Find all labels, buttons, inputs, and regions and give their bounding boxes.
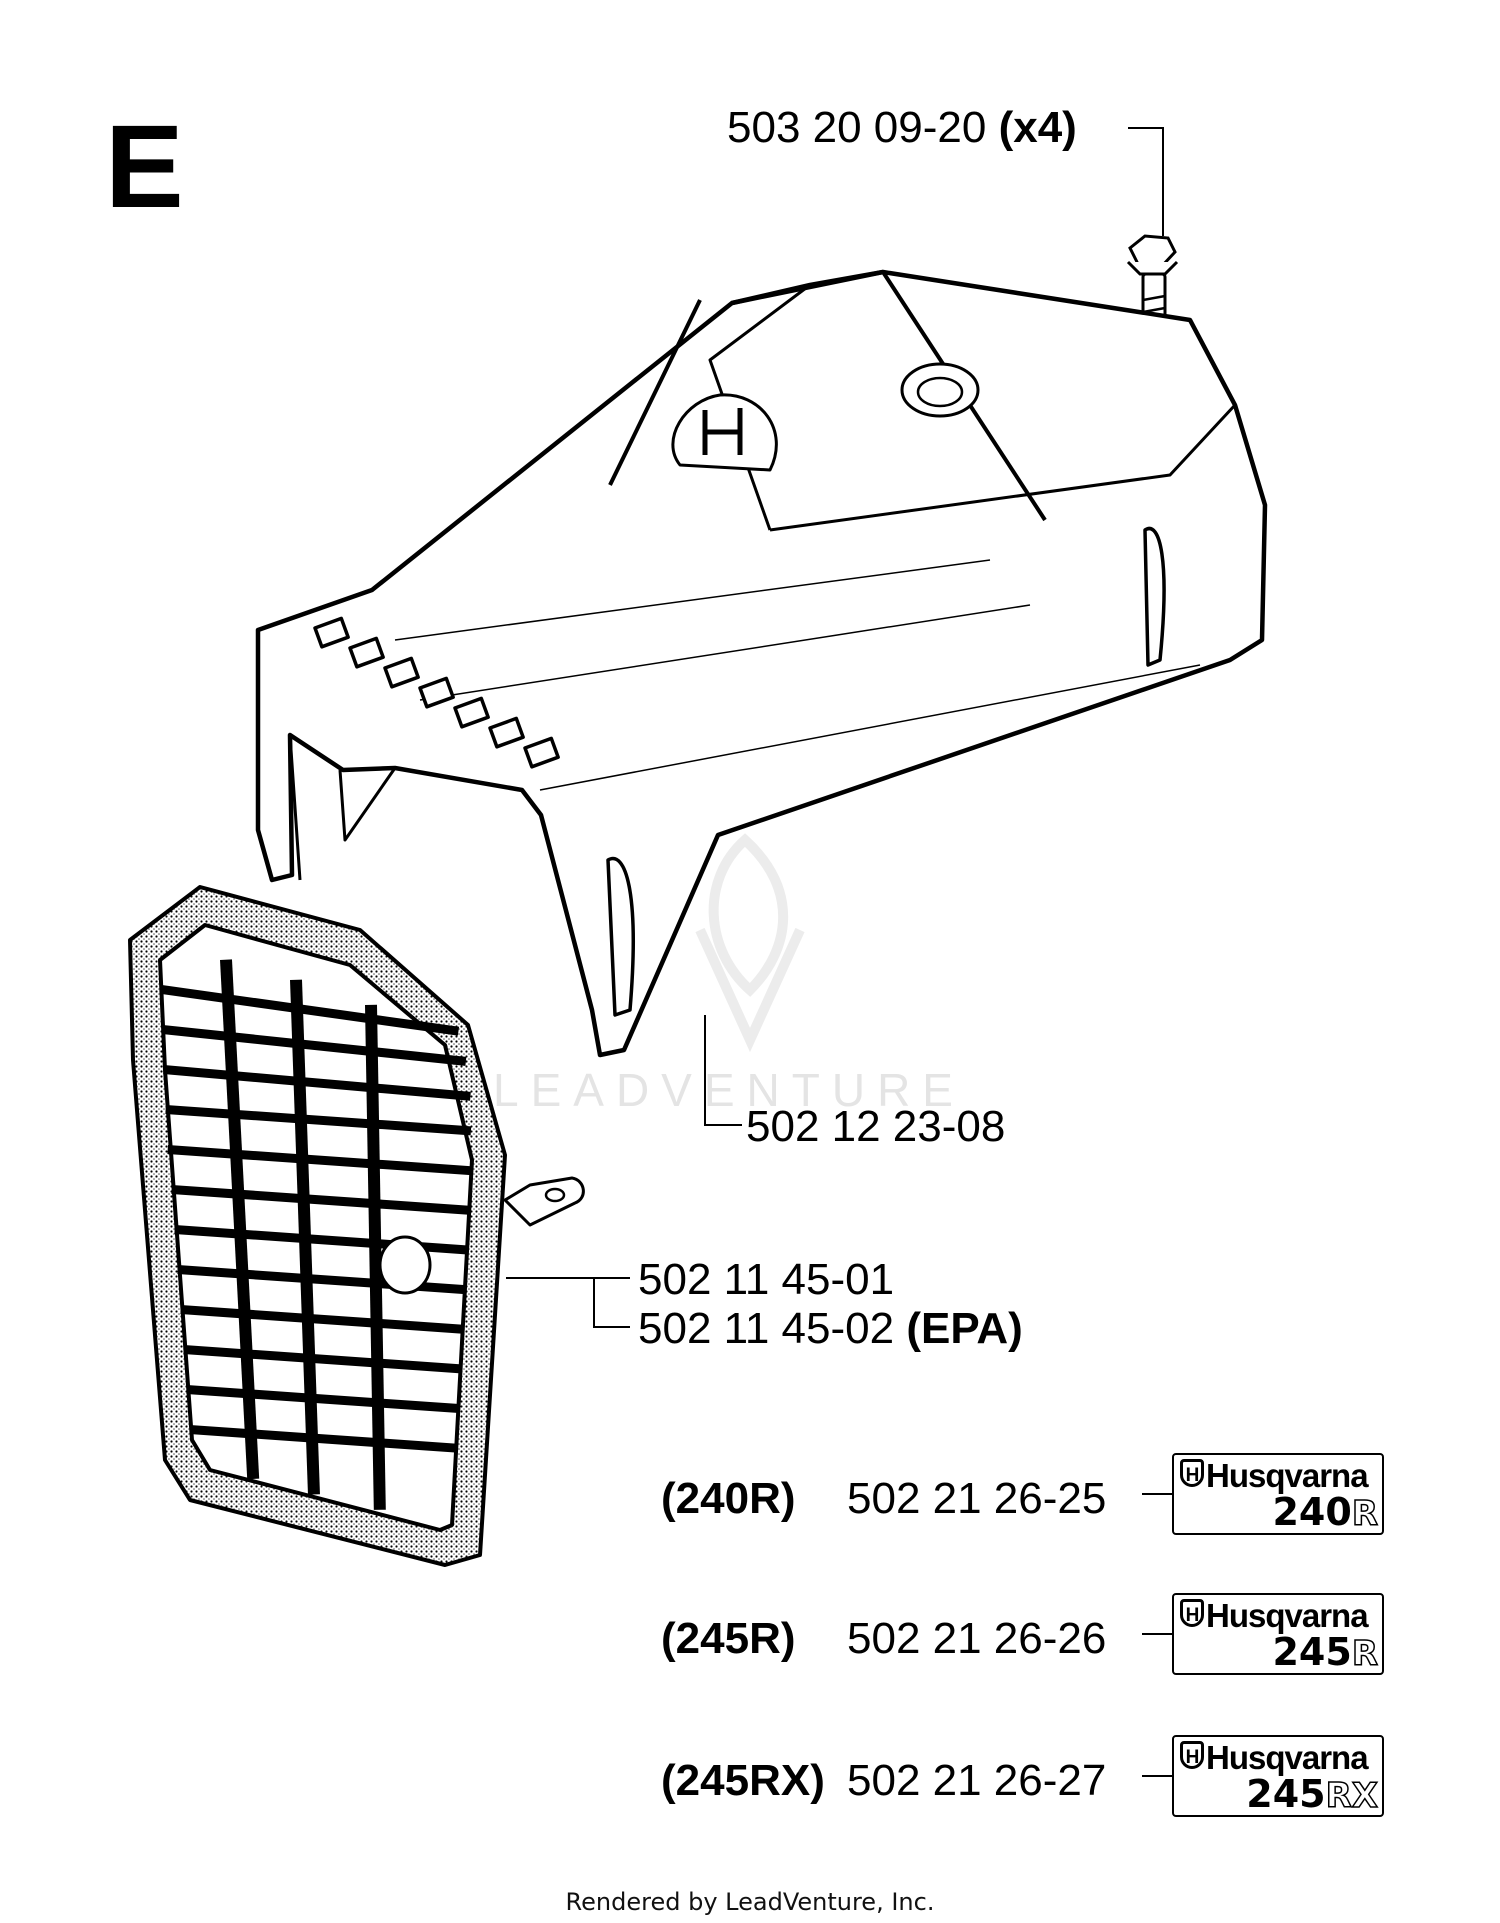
- epa-tag: (EPA): [906, 1304, 1023, 1353]
- grille-leader-line: [506, 1277, 630, 1328]
- cylinder-cover-part: [255, 269, 1268, 1058]
- decal-part-number-240r: 502 21 26-25: [847, 1474, 1107, 1523]
- decal-part-number-245rx: 502 21 26-27: [847, 1756, 1107, 1805]
- decal-model-text: 240R: [1272, 1490, 1378, 1534]
- watermark-text: LEADVENTURE: [493, 1064, 965, 1116]
- section-label: E: [105, 101, 184, 233]
- decal-leader-lines: [1142, 1493, 1172, 1777]
- husqvarna-crest-icon: H: [1180, 1741, 1204, 1769]
- grille-part-number: 502 11 45-01: [638, 1255, 895, 1304]
- decal-model-245rx: (245RX): [661, 1756, 825, 1805]
- decal-model-text: 245R: [1272, 1630, 1378, 1674]
- footer-credit: Rendered by LeadVenture, Inc.: [565, 1888, 935, 1916]
- decal-model-245r: (245R): [661, 1614, 796, 1663]
- grille-epa-label: 502 11 45-02 (EPA): [638, 1307, 1023, 1351]
- decal-model-240r: (240R): [661, 1474, 796, 1523]
- watermark-flame-icon: [695, 833, 805, 1053]
- cover-leader-line: [704, 1015, 742, 1126]
- grille-epa-part-number: 502 11 45-02: [638, 1304, 895, 1353]
- bolt-part-label: 503 20 09-20 (x4): [727, 106, 1077, 150]
- husqvarna-crest-icon: H: [1180, 1599, 1204, 1627]
- husqvarna-crest-icon: H: [1180, 1459, 1204, 1487]
- decal-model-text: 245RX: [1246, 1772, 1378, 1816]
- decal-part-number-245r: 502 21 26-26: [847, 1614, 1107, 1663]
- air-intake-grille-part: [128, 885, 585, 1567]
- bolt-quantity: (x4): [998, 103, 1077, 152]
- cover-part-number: 502 12 23-08: [746, 1102, 1006, 1151]
- bolt-part-number: 503 20 09-20: [727, 103, 987, 152]
